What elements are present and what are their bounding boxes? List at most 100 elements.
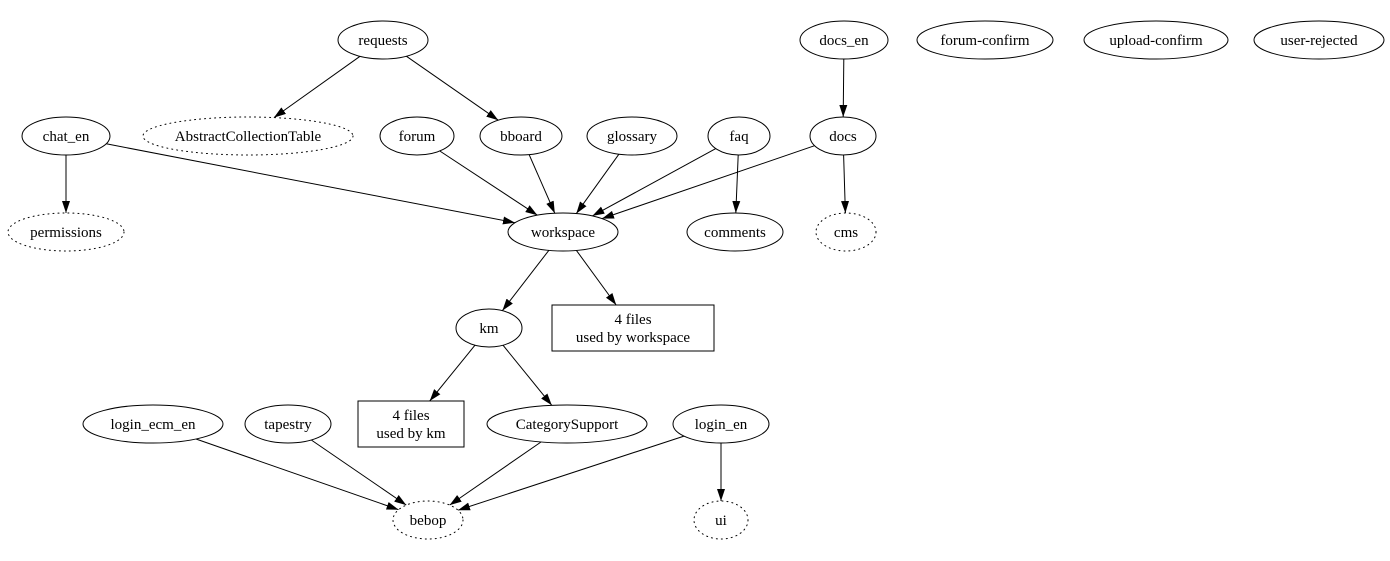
node-label-requests: requests xyxy=(358,33,407,49)
ellipse-outline xyxy=(82,404,224,444)
node-label-line: bebop xyxy=(410,513,447,529)
node-label-CategorySupport: CategorySupport xyxy=(516,417,619,433)
node-label-line: workspace xyxy=(531,225,595,241)
node-comments: comments xyxy=(686,212,784,252)
node-login_ecm_en: login_ecm_en xyxy=(82,404,224,444)
node-km: km xyxy=(455,308,523,348)
ellipse-outline xyxy=(1083,20,1229,60)
edge-requests-to-AbstractCollectionTable xyxy=(273,55,361,119)
ellipse-outline xyxy=(21,116,111,156)
edge-forum-to-workspace xyxy=(439,150,538,216)
node-requests: requests xyxy=(337,20,429,60)
ellipse-outline xyxy=(479,116,563,156)
node-label-line: login_ecm_en xyxy=(111,417,196,433)
node-label-line: requests xyxy=(358,33,407,49)
node-label-line: ui xyxy=(715,513,727,529)
node-label-line: user-rejected xyxy=(1280,33,1358,49)
nodes-layer: requests docs_en forum-confirm upload-confi… xyxy=(7,20,1385,540)
box-outline xyxy=(357,400,465,448)
node-label-line: upload-confirm xyxy=(1109,33,1203,49)
edge-login_ecm_en-to-bebop xyxy=(195,438,399,511)
node-label-bebop: bebop xyxy=(410,513,447,529)
node-CategorySupport: CategorySupport xyxy=(486,404,648,444)
ellipse-outline xyxy=(1253,20,1385,60)
node-label-workspace: workspace xyxy=(531,225,595,241)
node-label-line: login_en xyxy=(695,417,748,433)
ellipse-outline xyxy=(809,116,877,156)
node-docs: docs xyxy=(809,116,877,156)
ellipse-outline xyxy=(586,116,678,156)
node-label-line: permissions xyxy=(30,225,102,241)
edge-CategorySupport-to-bebop xyxy=(449,441,542,506)
edge-docs_en-to-docs xyxy=(839,58,848,118)
node-login_en: login_en xyxy=(672,404,770,444)
node-tapestry: tapestry xyxy=(244,404,332,444)
ellipse-outline xyxy=(486,404,648,444)
edge-docs-to-workspace xyxy=(601,145,815,220)
ellipse-outline xyxy=(672,404,770,444)
node-workspace: workspace xyxy=(507,212,619,252)
node-label-login_ecm_en: login_ecm_en xyxy=(111,417,196,433)
node-label-line: used by workspace xyxy=(576,330,690,346)
edge-workspace-to-km xyxy=(502,250,550,311)
node-cms: cms xyxy=(815,212,877,252)
node-label-line: comments xyxy=(704,225,766,241)
ellipse-outline xyxy=(799,20,889,60)
ellipse-outline xyxy=(244,404,332,444)
ellipse-outline xyxy=(379,116,455,156)
node-forum-confirm: forum-confirm xyxy=(916,20,1054,60)
node-label-cms: cms xyxy=(834,225,858,241)
edge-faq-to-comments xyxy=(732,154,741,214)
node-label-tapestry: tapestry xyxy=(264,417,312,433)
node-label-bboard: bboard xyxy=(500,129,542,145)
node-label-line: used by km xyxy=(376,426,445,442)
node-label-user-rejected: user-rejected xyxy=(1280,33,1358,49)
node-label-line: chat_en xyxy=(43,129,90,145)
node-label-line: forum-confirm xyxy=(940,33,1029,49)
node-label-line: forum xyxy=(399,129,436,145)
node-forum: forum xyxy=(379,116,455,156)
ellipse-outline xyxy=(693,500,749,540)
node-label-line: faq xyxy=(729,129,749,145)
node-label-line: glossary xyxy=(607,129,657,145)
edge-bboard-to-workspace xyxy=(528,154,556,214)
node-docs_en: docs_en xyxy=(799,20,889,60)
edge-requests-to-bboard xyxy=(406,55,499,121)
node-label-line: tapestry xyxy=(264,417,312,433)
edge-chat_en-to-workspace xyxy=(106,143,516,225)
node-label-line: km xyxy=(479,321,499,337)
node-label-comments: comments xyxy=(704,225,766,241)
node-AbstractCollectionTable: AbstractCollectionTable xyxy=(142,116,354,156)
node-ui: ui xyxy=(693,500,749,540)
edge-docs-to-cms xyxy=(841,154,850,214)
node-label-faq: faq xyxy=(729,129,749,145)
edges-layer xyxy=(62,55,850,511)
node-label-chat_en: chat_en xyxy=(43,129,90,145)
node-label-line: 4 files xyxy=(392,408,429,424)
ellipse-outline xyxy=(455,308,523,348)
node-label-forum: forum xyxy=(399,129,436,145)
node-chat_en: chat_en xyxy=(21,116,111,156)
node-label-docs: docs xyxy=(829,129,857,145)
ellipse-outline xyxy=(142,116,354,156)
node-label-line: docs_en xyxy=(819,33,869,49)
node-label-AbstractCollectionTable: AbstractCollectionTable xyxy=(175,129,322,145)
node-label-login_en: login_en xyxy=(695,417,748,433)
node-label-line: docs xyxy=(829,129,857,145)
ellipse-outline xyxy=(392,500,464,540)
node-faq: faq xyxy=(707,116,771,156)
node-label-line: bboard xyxy=(500,129,542,145)
node-label-line: CategorySupport xyxy=(516,417,619,433)
ellipse-outline xyxy=(916,20,1054,60)
edge-km-to-files_km xyxy=(429,344,476,402)
edge-login_en-to-bebop xyxy=(457,435,685,511)
node-label-ui: ui xyxy=(715,513,727,529)
ellipse-outline xyxy=(7,212,125,252)
node-label-glossary: glossary xyxy=(607,129,657,145)
node-bebop: bebop xyxy=(392,500,464,540)
edge-glossary-to-workspace xyxy=(575,153,620,214)
